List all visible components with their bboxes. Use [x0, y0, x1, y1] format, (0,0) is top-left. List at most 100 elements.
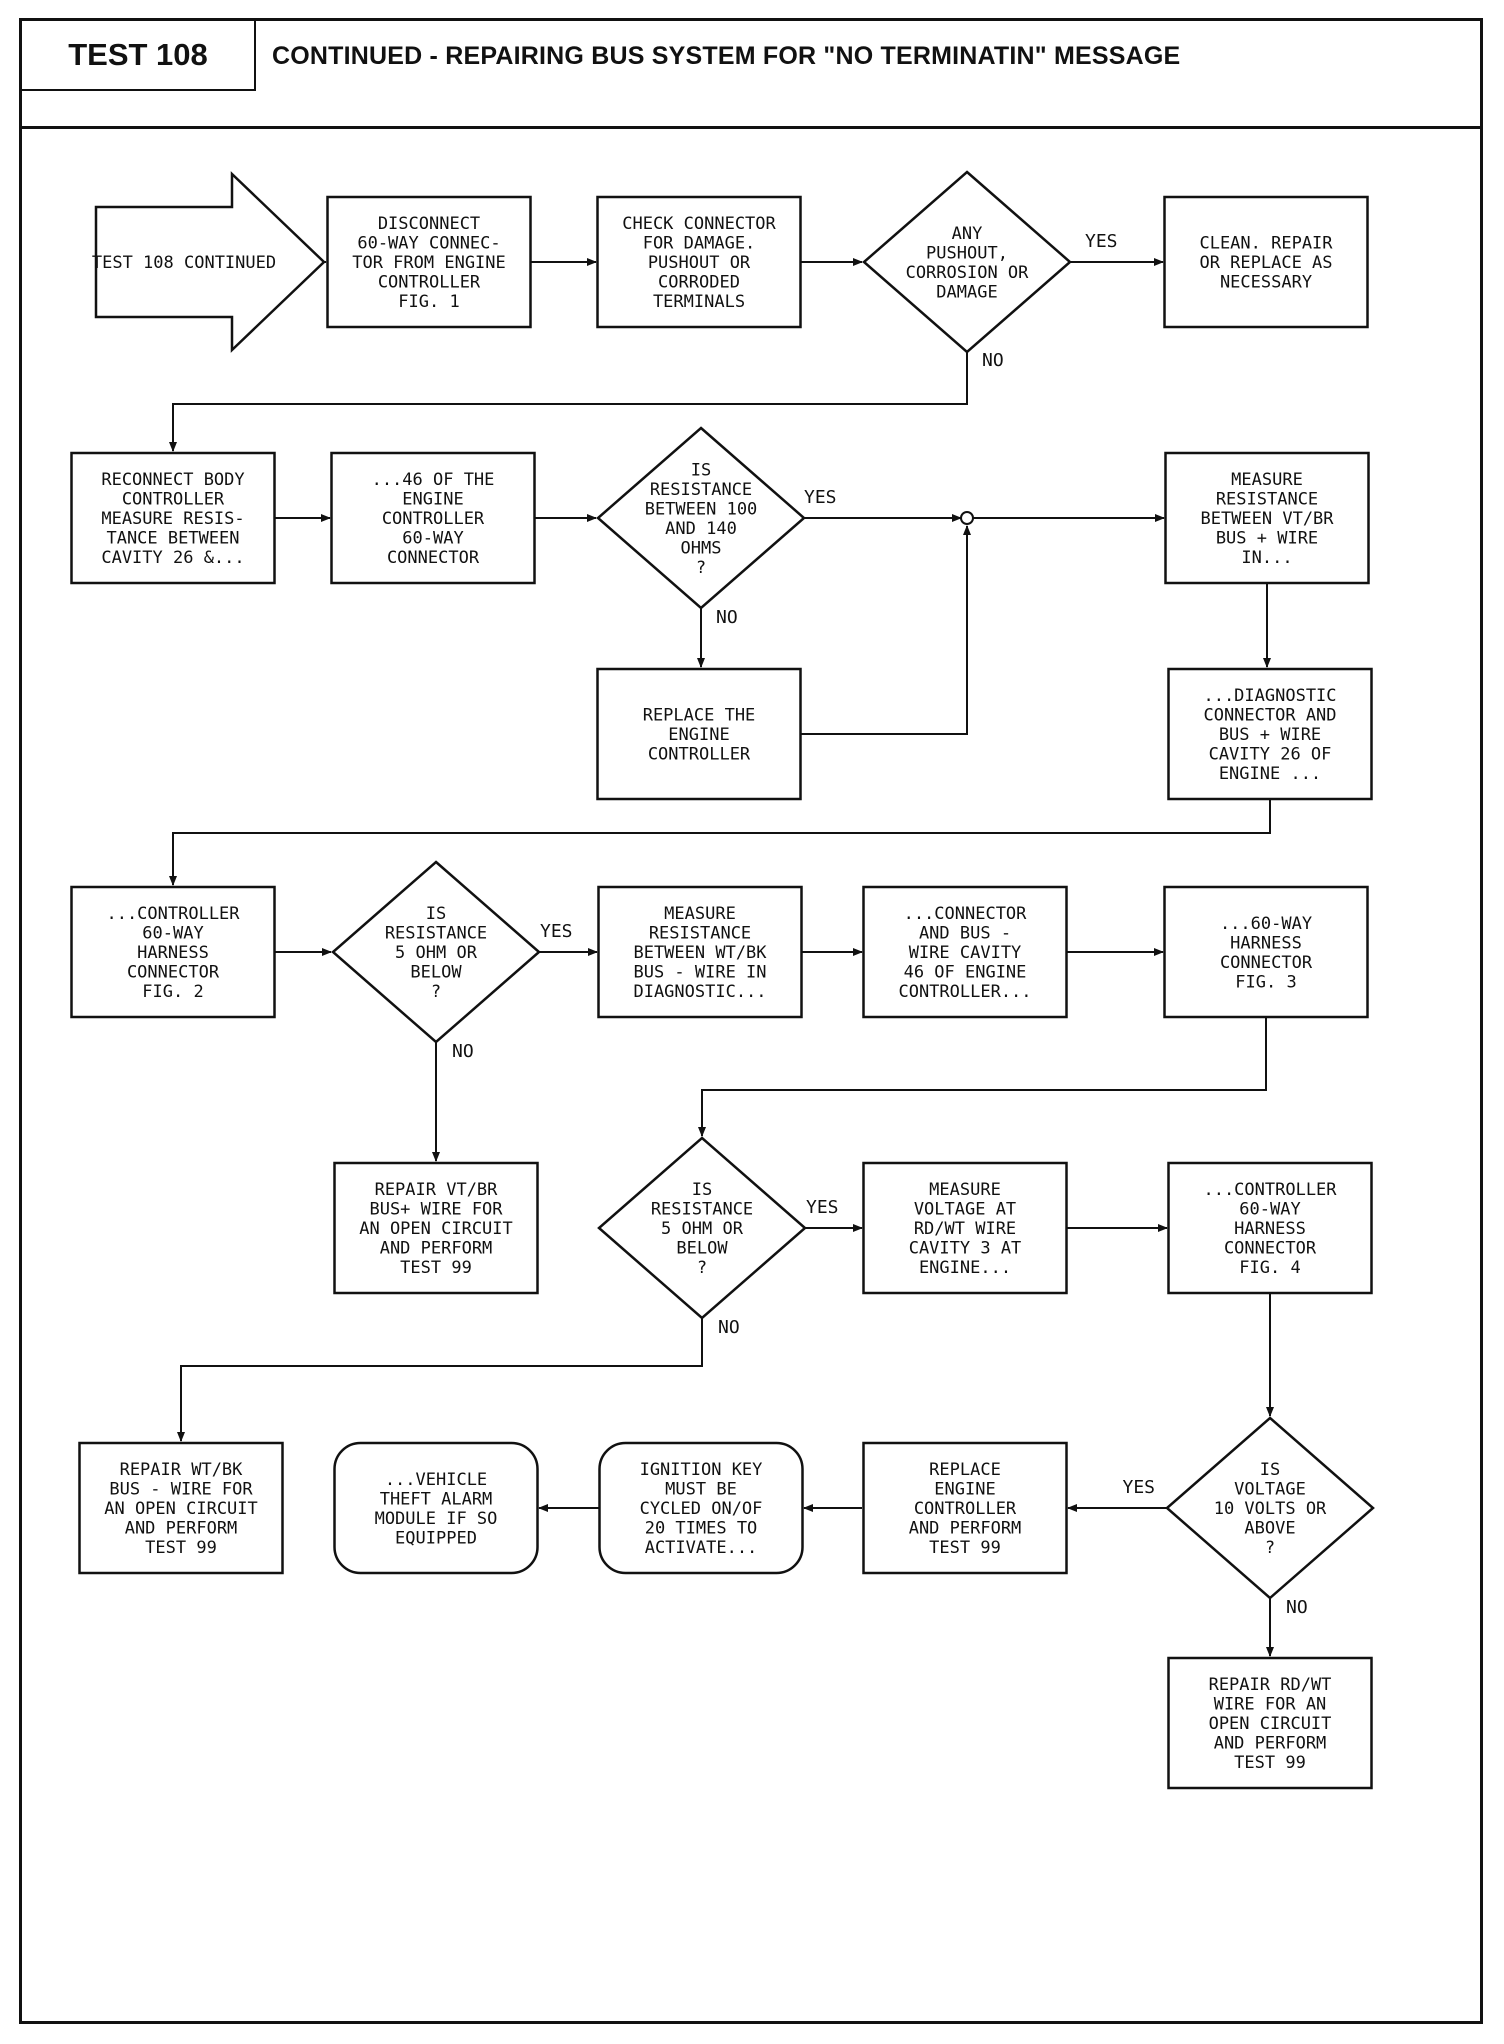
node-f3-text: 60-WAY [1239, 1200, 1300, 1220]
node-f2-text: MEASURE [929, 1180, 1001, 1200]
node-d1-text: CORROSION OR [906, 263, 1030, 283]
node-b1-text: CONTROLLER [122, 490, 225, 510]
node-a2-text: CHECK CONNECTOR [622, 214, 776, 234]
yes-label: YES [1122, 1477, 1155, 1498]
node-g2-text: MODULE IF SO [375, 1509, 498, 1529]
node-f2-text: VOLTAGE AT [914, 1200, 1016, 1220]
node-g4-text: REPLACE [929, 1460, 1001, 1480]
node-g1-shape [78, 1441, 284, 1575]
node-h1-shape [1167, 1656, 1373, 1790]
node-c2-text: CAVITY 26 OF [1209, 745, 1332, 765]
node-start-text: TEST 108 CONTINUED [92, 253, 276, 273]
node-g3-text: 20 TIMES TO [645, 1519, 758, 1539]
node-e1-text: CONNECTOR [127, 963, 220, 983]
node-e2-text: MEASURE [664, 904, 736, 924]
node-g3-text: CYCLED ON/OF [640, 1499, 763, 1519]
no-label: NO [452, 1041, 474, 1062]
node-b1-text: RECONNECT BODY [101, 470, 244, 490]
node-b2-text: 60-WAY [402, 529, 463, 549]
node-d3-text: 5 OHM OR [395, 943, 478, 963]
node-a3-text: OR REPLACE AS [1199, 253, 1332, 273]
node-g3-text: MUST BE [665, 1480, 737, 1500]
node-h1-text: AND PERFORM [1214, 1734, 1327, 1754]
node-e2-shape [597, 885, 803, 1019]
node-d5-text: VOLTAGE [1234, 1480, 1306, 1500]
node-a1-text: DISCONNECT [378, 214, 480, 234]
node-f2-text: CAVITY 3 AT [909, 1239, 1022, 1259]
node-g1-text: TEST 99 [145, 1538, 217, 1558]
node-d1-text: ANY [952, 224, 983, 244]
node-f3-text: CONNECTOR [1224, 1239, 1317, 1259]
node-start-shape [94, 171, 326, 353]
node-a3-text: CLEAN. REPAIR [1199, 234, 1333, 254]
node-c2-text: ENGINE ... [1219, 764, 1321, 784]
node-f2-shape [862, 1161, 1068, 1295]
node-e2-text: DIAGNOSTIC... [633, 982, 766, 1002]
node-d1-text: DAMAGE [936, 282, 997, 302]
node-d5-text: IS [1260, 1460, 1280, 1480]
node-e1-text: HARNESS [137, 943, 209, 963]
node-d2-text: OHMS [681, 538, 722, 558]
node-f1-shape [333, 1161, 539, 1295]
node-d3-shape [331, 860, 541, 1044]
node-b2-text: ENGINE [402, 490, 463, 510]
node-f3-text: HARNESS [1234, 1219, 1306, 1239]
node-b2-text: CONNECTOR [387, 548, 480, 568]
node-e3-text: CONTROLLER... [898, 982, 1031, 1002]
node-a1-text: TOR FROM ENGINE [352, 253, 506, 273]
node-c2-text: ...DIAGNOSTIC [1203, 686, 1336, 706]
node-a2-text: TERMINALS [653, 292, 745, 312]
node-d4-text: RESISTANCE [651, 1200, 753, 1220]
node-b2-shape [330, 451, 536, 585]
node-a3-shape [1163, 195, 1369, 329]
node-e3-text: WIRE CAVITY [909, 943, 1022, 963]
node-d5-text: ? [1265, 1538, 1275, 1558]
node-e4-text: FIG. 3 [1235, 972, 1296, 992]
node-f1-text: AN OPEN CIRCUIT [359, 1219, 513, 1239]
connector-arrow [169, 352, 968, 452]
node-h1-text: OPEN CIRCUIT [1209, 1714, 1332, 1734]
node-e3-text: 46 OF ENGINE [904, 963, 1027, 983]
node-e1-text: ...CONTROLLER [106, 904, 240, 924]
node-f1-text: REPAIR VT/BR [375, 1180, 499, 1200]
node-g4-text: CONTROLLER [914, 1499, 1017, 1519]
node-d1-shape [862, 170, 1072, 354]
connector-arrow [801, 525, 971, 735]
node-a2-text: PUSHOUT OR [648, 253, 751, 273]
connector-arrow [177, 1318, 703, 1442]
node-g2-text: EQUIPPED [395, 1528, 477, 1548]
node-d3-text: RESISTANCE [385, 924, 487, 944]
node-d3-text: ? [431, 982, 441, 1002]
node-g3-text: ACTIVATE... [645, 1538, 758, 1558]
node-e4-text: ...60-WAY [1220, 914, 1312, 934]
node-b1-text: TANCE BETWEEN [106, 529, 239, 549]
node-b3-text: MEASURE [1231, 470, 1303, 490]
node-d2-text: RESISTANCE [650, 480, 752, 500]
connector-arrow [698, 1017, 1267, 1137]
node-c2-shape [1167, 667, 1373, 801]
node-a1-text: FIG. 1 [398, 292, 459, 312]
node-e3-text: ...CONNECTOR [904, 904, 1028, 924]
node-b1-text: MEASURE RESIS- [101, 509, 244, 529]
node-d2-text: AND 140 [665, 519, 737, 539]
node-d4-text: IS [692, 1180, 712, 1200]
node-g2-text: ...VEHICLE [385, 1470, 487, 1490]
node-c1-text: REPLACE THE [643, 706, 756, 726]
node-e2-text: RESISTANCE [649, 924, 751, 944]
node-b1-shape [70, 451, 276, 585]
node-b3-text: BUS + WIRE [1216, 529, 1318, 549]
node-b1-text: CAVITY 26 &... [101, 548, 244, 568]
node-e4-text: HARNESS [1230, 933, 1302, 953]
node-e1-text: 60-WAY [142, 924, 203, 944]
node-a3-text: NECESSARY [1220, 273, 1312, 293]
node-a2-text: FOR DAMAGE. [643, 234, 756, 254]
node-e2-text: BETWEEN WT/BK [633, 943, 767, 963]
yes-label: YES [1085, 231, 1118, 252]
node-g4-text: AND PERFORM [909, 1519, 1022, 1539]
node-f2-text: ENGINE... [919, 1258, 1011, 1278]
node-g3-text: IGNITION KEY [640, 1460, 763, 1480]
node-g2-text: THEFT ALARM [380, 1489, 493, 1509]
yes-label: YES [804, 487, 837, 508]
connector-arrow [169, 799, 1271, 886]
node-h1-text: WIRE FOR AN [1214, 1695, 1327, 1715]
